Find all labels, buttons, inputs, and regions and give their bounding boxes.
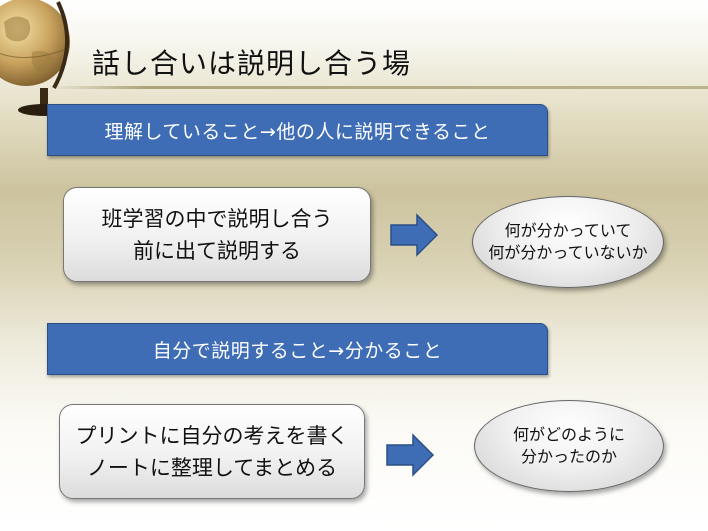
banner-understanding: 理解していること→他の人に説明できること xyxy=(47,104,548,156)
slide-title: 話し合いは説明し合う場 xyxy=(92,47,412,80)
banner-self-explanation: 自分で説明すること→分かること xyxy=(47,323,548,375)
ellipse-what-understood: 何が分かっていて 何が分かっていないか xyxy=(472,196,664,288)
ellipse-what-understood-line-2: 何が分かっていないか xyxy=(488,243,648,262)
ellipse-how-understood-line-2: 分かったのか xyxy=(520,447,617,466)
ellipse-what-understood-line-1: 何が分かっていて xyxy=(504,221,632,240)
box-writing-notes-line-1: プリントに自分の考えを書く xyxy=(75,423,349,448)
title-rule xyxy=(48,86,708,89)
box-writing-notes-line-2: ノートに整理してまとめる xyxy=(86,455,338,480)
ellipse-how-understood-line-1: 何がどのように xyxy=(512,425,625,444)
right-arrow-icon xyxy=(386,433,435,477)
ellipse-how-understood: 何がどのように 分かったのか xyxy=(474,400,664,492)
box-writing-notes: プリントに自分の考えを書く ノートに整理してまとめる xyxy=(59,404,365,499)
right-arrow-icon xyxy=(390,213,439,257)
banner-self-explanation-label: 自分で説明すること→分かること xyxy=(152,339,443,362)
banner-understanding-label: 理解していること→他の人に説明できること xyxy=(104,120,491,143)
box-group-explanation: 班学習の中で説明し合う 前に出て説明する xyxy=(63,187,371,282)
globe-icon xyxy=(0,0,70,116)
box-group-explanation-line-1: 班学習の中で説明し合う xyxy=(101,206,333,231)
box-group-explanation-line-2: 前に出て説明する xyxy=(133,238,301,263)
